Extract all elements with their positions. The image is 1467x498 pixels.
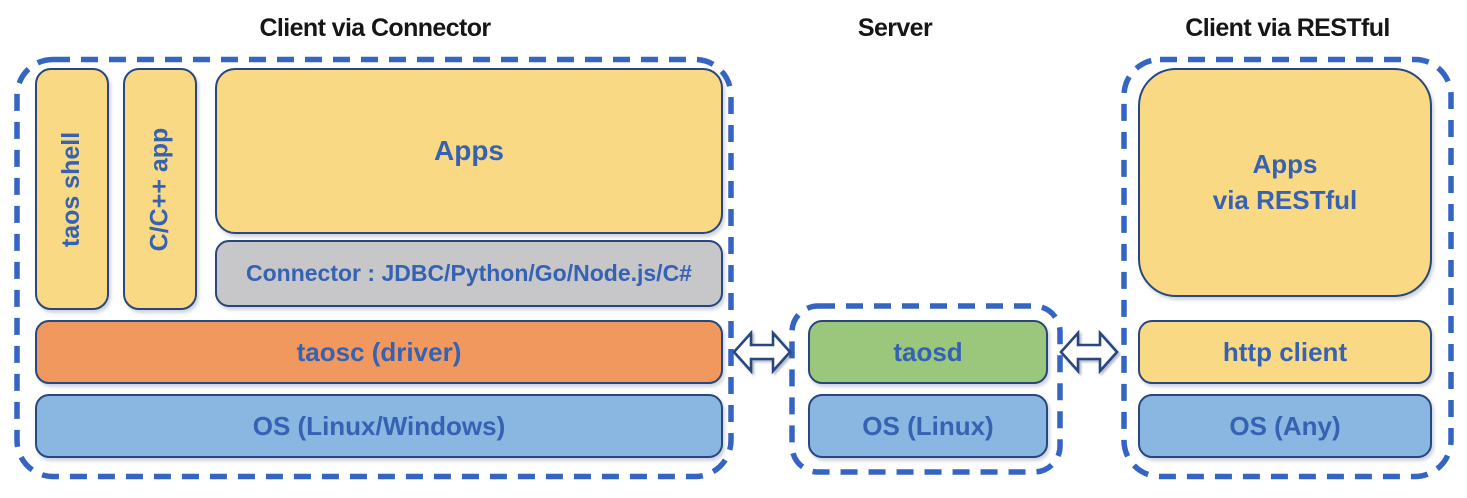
box-taosc-driver: taosc (driver)	[35, 320, 723, 384]
box-taosd: taosd	[808, 320, 1048, 384]
box-connector: Connector : JDBC/Python/Go/Node.js/C#	[215, 240, 723, 307]
box-http-client: http client	[1138, 320, 1432, 384]
bidirectional-arrow-icon	[1059, 330, 1119, 374]
box-os-linux: OS (Linux)	[808, 394, 1048, 458]
section-title-server: Server	[857, 13, 933, 42]
box-cpp-app: C/C++ app	[123, 68, 197, 310]
box-os-any: OS (Any)	[1138, 394, 1432, 458]
section-title-client-restful: Client via RESTful	[1185, 13, 1390, 42]
cpp-app-label: C/C++ app	[145, 127, 174, 251]
taos-shell-label: taos shell	[57, 131, 86, 247]
bidirectional-arrow-icon	[732, 330, 792, 374]
box-taos-shell: taos shell	[35, 68, 109, 310]
box-apps-via-restful: Apps via RESTful	[1138, 68, 1432, 297]
box-os-linux-windows: OS (Linux/Windows)	[35, 394, 723, 458]
section-title-client-connector: Client via Connector	[259, 13, 491, 42]
box-apps: Apps	[215, 68, 723, 234]
